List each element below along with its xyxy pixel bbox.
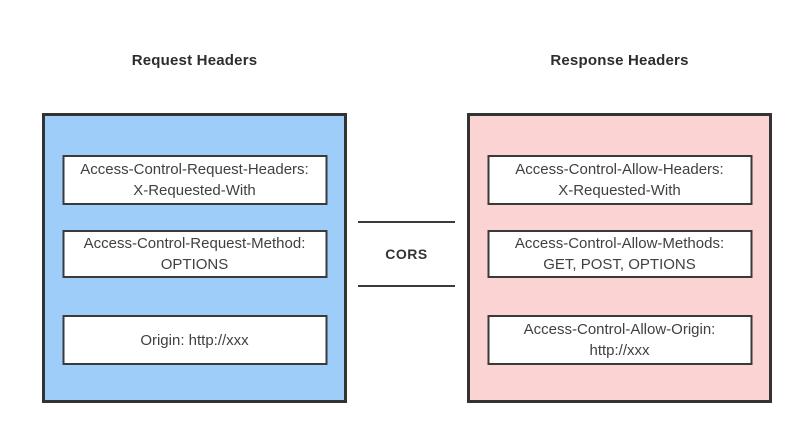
header-value-text: http://xxx bbox=[589, 342, 650, 359]
header-name-text: Access-Control-Request-Headers: bbox=[80, 161, 309, 178]
header-value-text: X-Requested-With bbox=[133, 182, 256, 199]
header-name-text: Access-Control-Allow-Headers: bbox=[515, 161, 724, 178]
request-headers-title: Request Headers bbox=[131, 52, 258, 69]
origin-box: Origin: http://xxx bbox=[62, 315, 327, 365]
response-headers-panel: Access-Control-Allow-Headers: X-Requeste… bbox=[467, 113, 772, 403]
request-method-box: Access-Control-Request-Method: OPTIONS bbox=[62, 230, 327, 278]
cors-connector: CORS bbox=[358, 221, 455, 287]
cors-label: CORS bbox=[385, 246, 428, 262]
header-value-text: GET, POST, OPTIONS bbox=[543, 256, 696, 273]
header-name-text: Access-Control-Allow-Origin: bbox=[523, 321, 716, 338]
header-value-text: OPTIONS bbox=[160, 256, 229, 273]
request-headers-box: Access-Control-Request-Headers: X-Reques… bbox=[62, 155, 327, 205]
header-name-text: Access-Control-Allow-Methods: bbox=[514, 235, 725, 252]
header-name-text: Origin: http://xxx bbox=[140, 331, 249, 349]
allow-origin-box: Access-Control-Allow-Origin: http://xxx bbox=[487, 315, 752, 365]
header-value-text: X-Requested-With bbox=[558, 182, 681, 199]
header-name-text: Access-Control-Request-Method: bbox=[83, 235, 306, 252]
allow-methods-box: Access-Control-Allow-Methods: GET, POST,… bbox=[487, 230, 752, 278]
response-headers-title: Response Headers bbox=[550, 52, 689, 69]
request-headers-panel: Access-Control-Request-Headers: X-Reques… bbox=[42, 113, 347, 403]
allow-headers-box: Access-Control-Allow-Headers: X-Requeste… bbox=[487, 155, 752, 205]
